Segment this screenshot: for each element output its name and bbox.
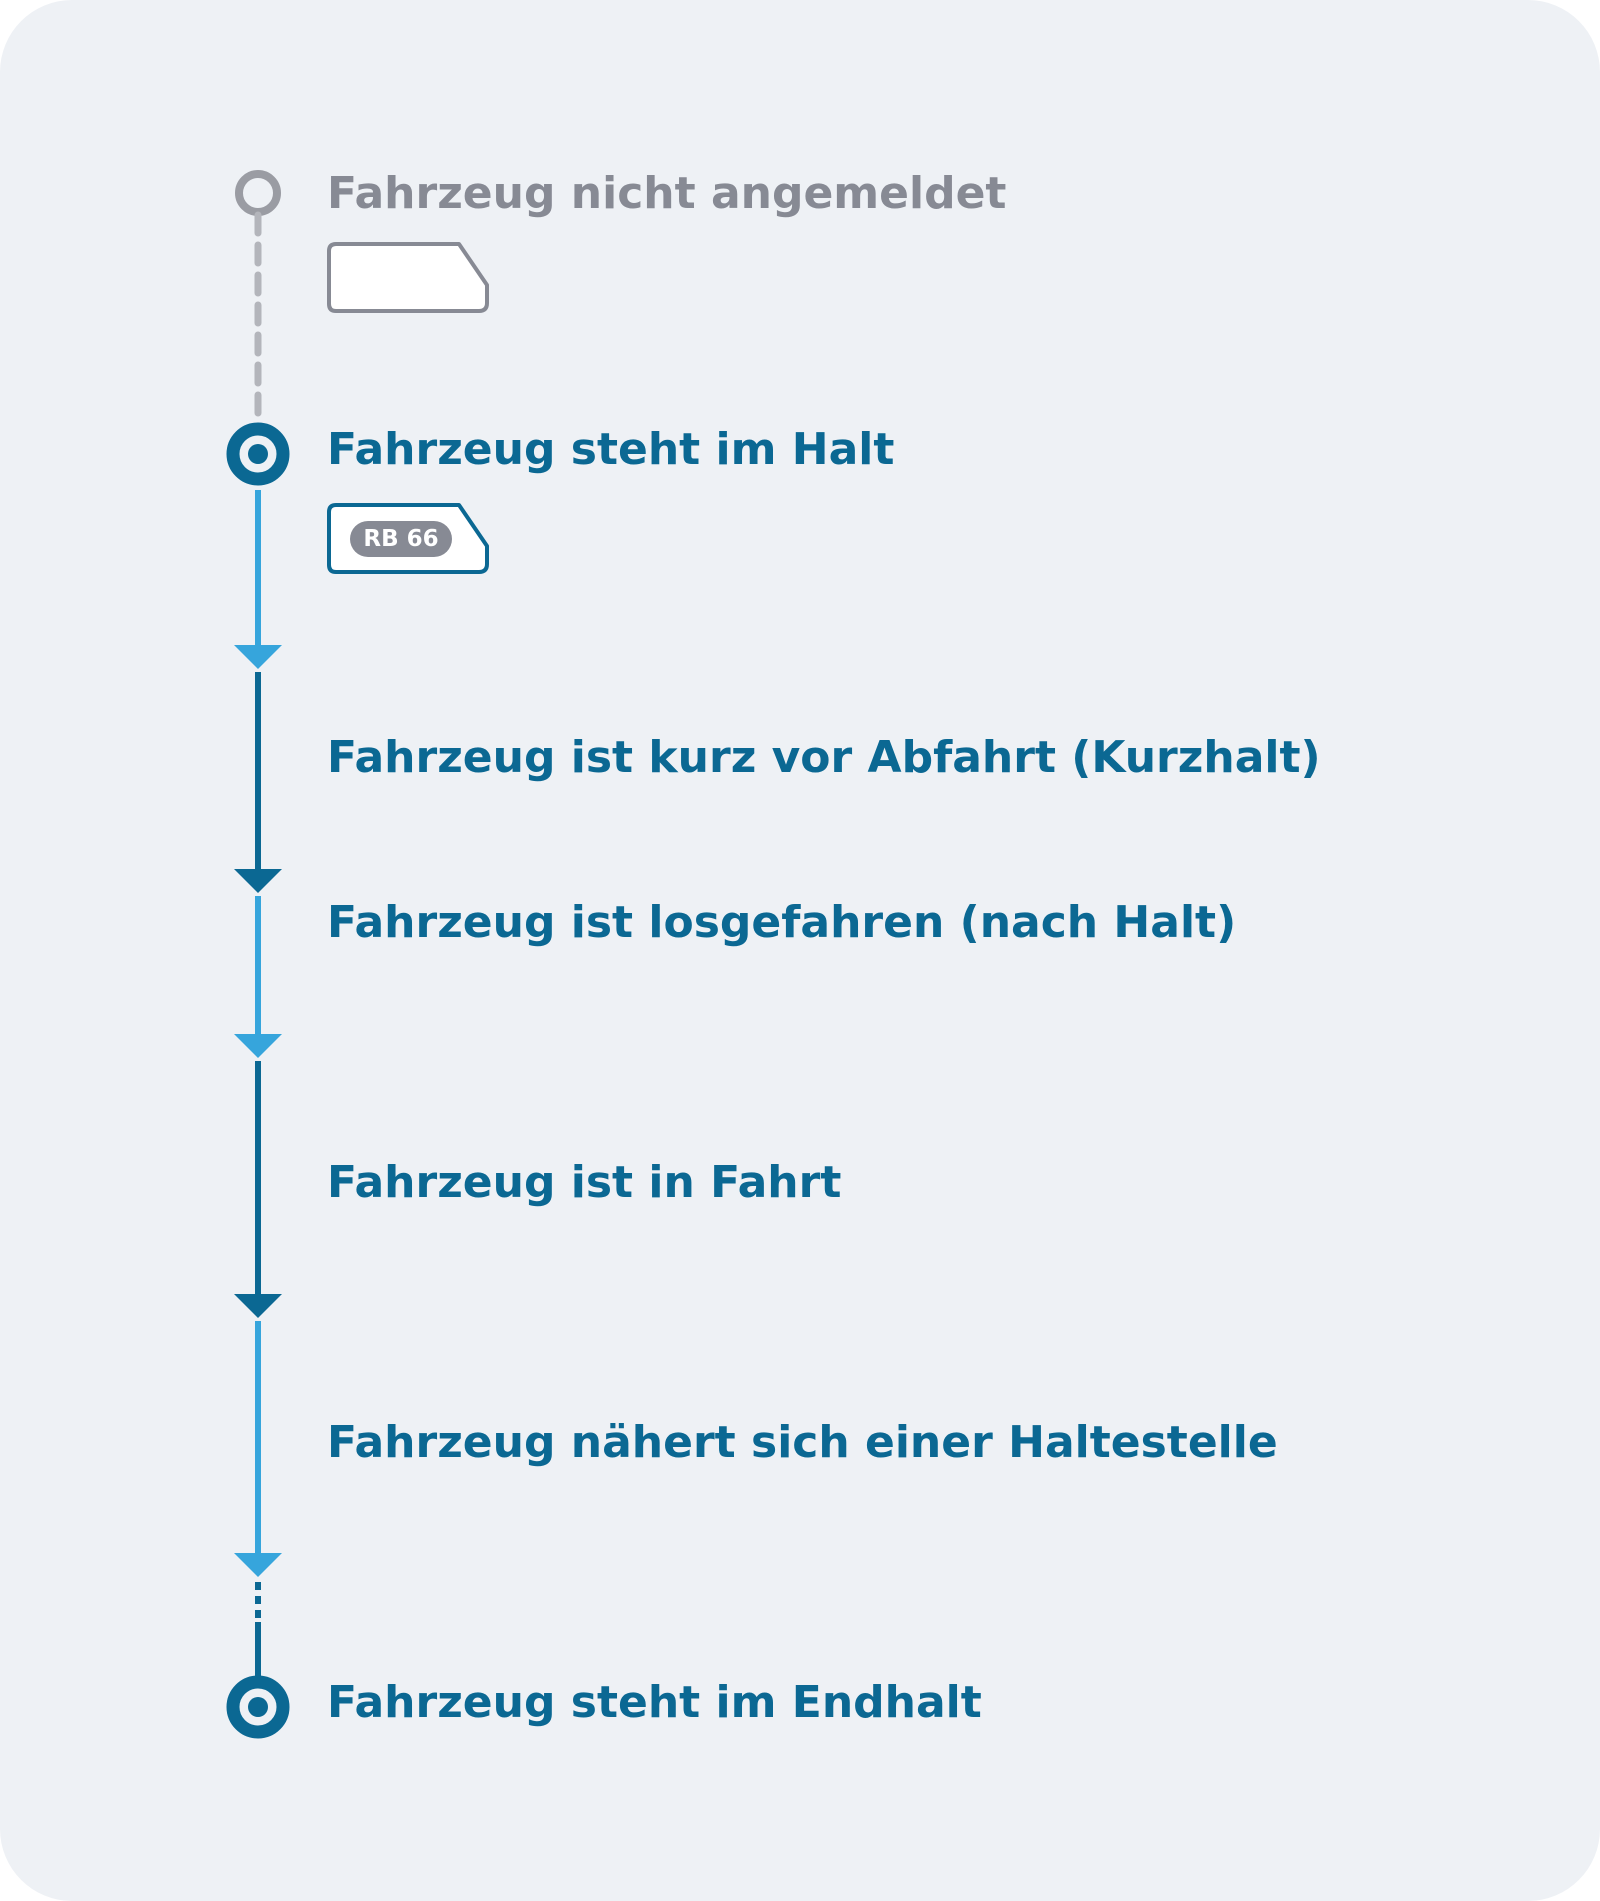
line-badge: RB 66 — [350, 521, 452, 557]
step-label-short-stop: Fahrzeug ist kurz vor Abfahrt (Kurzhalt) — [327, 732, 1321, 783]
step-label-at-stop: Fahrzeug steht im Halt — [327, 424, 895, 475]
arrow-down-icon — [234, 1294, 282, 1318]
arrow-down-icon — [234, 869, 282, 893]
arrow-down-icon — [234, 645, 282, 669]
empty-vehicle-icon — [326, 241, 491, 315]
step-label-final-stop: Fahrzeug steht im Endhalt — [327, 1677, 982, 1728]
step-label-not-registered: Fahrzeug nicht angemeldet — [327, 168, 1007, 219]
step-label-approaching: Fahrzeug nähert sich einer Haltestelle — [327, 1417, 1278, 1468]
stop-circle-icon — [226, 422, 290, 486]
vehicle-icon: RB 66 — [326, 502, 491, 576]
stop-circle-icon — [226, 1675, 290, 1739]
hollow-circle-icon — [235, 170, 281, 216]
arrow-down-icon — [234, 1034, 282, 1058]
step-label-departed: Fahrzeug ist losgefahren (nach Halt) — [327, 897, 1237, 948]
arrow-down-icon — [234, 1553, 282, 1577]
step-label-in-transit: Fahrzeug ist in Fahrt — [327, 1157, 842, 1208]
